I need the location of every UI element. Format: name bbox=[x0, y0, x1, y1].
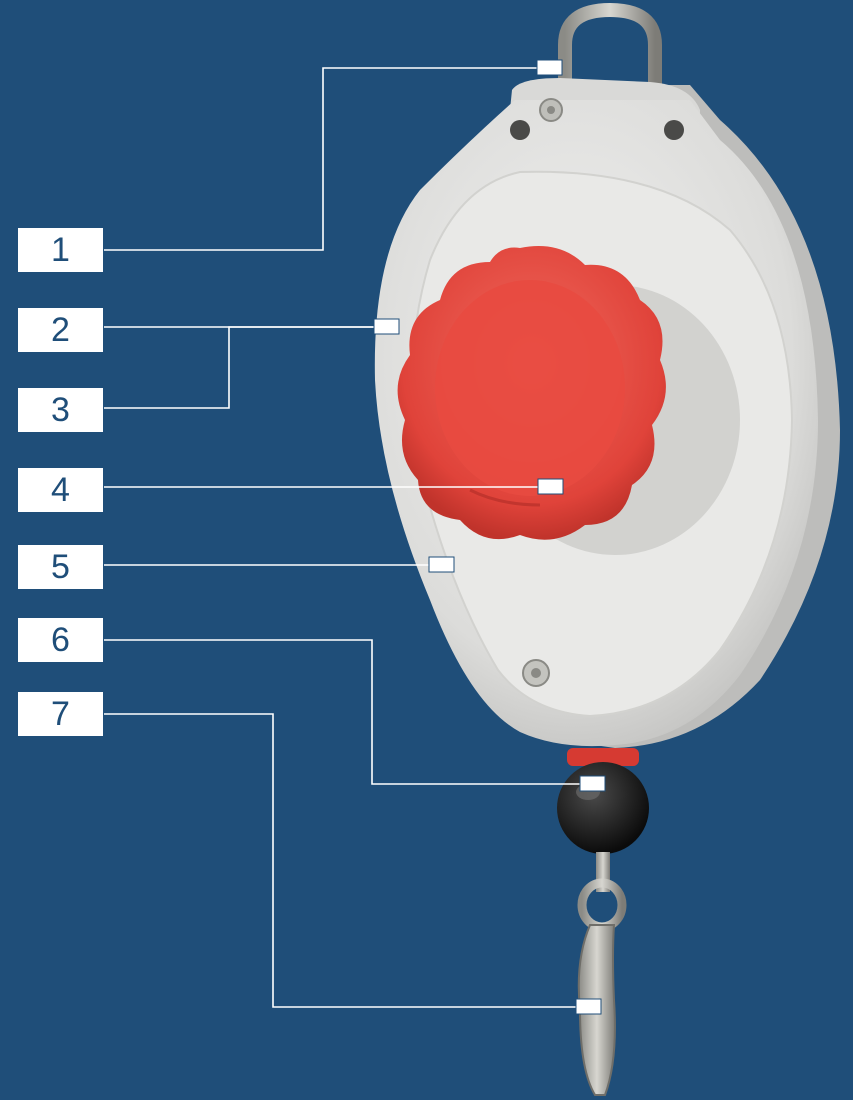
marker-4 bbox=[538, 479, 563, 494]
marker-6 bbox=[580, 776, 605, 791]
leader-line-3 bbox=[104, 327, 374, 408]
top-screw-head bbox=[547, 106, 555, 114]
marker-2-3 bbox=[374, 319, 399, 334]
callout-label-1: 1 bbox=[18, 228, 103, 272]
mount-hole-left bbox=[510, 120, 530, 140]
leader-line-7 bbox=[104, 714, 576, 1007]
marker-1 bbox=[537, 60, 562, 75]
knob-face bbox=[435, 280, 625, 496]
callout-label-4: 4 bbox=[18, 468, 103, 512]
marker-7 bbox=[576, 999, 601, 1014]
mount-hole-right bbox=[664, 120, 684, 140]
marker-5 bbox=[429, 557, 454, 572]
callout-label-2: 2 bbox=[18, 308, 103, 352]
callout-label-7: 7 bbox=[18, 692, 103, 736]
callout-label-3: 3 bbox=[18, 388, 103, 432]
callout-label-6: 6 bbox=[18, 618, 103, 662]
callout-label-5: 5 bbox=[18, 545, 103, 589]
bottom-screw-head bbox=[531, 668, 541, 678]
